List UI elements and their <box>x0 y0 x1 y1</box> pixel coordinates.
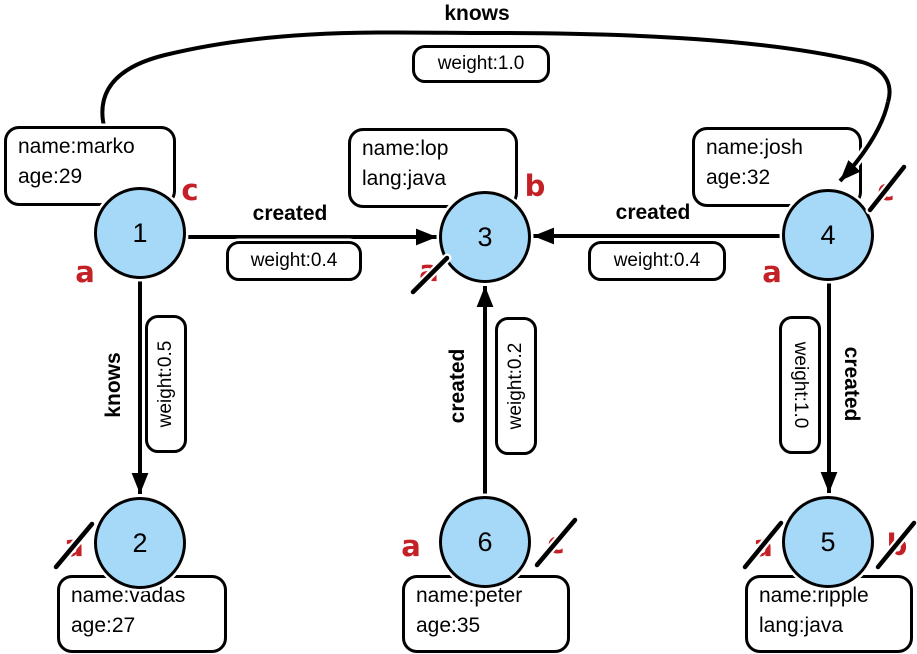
slash-node6-c <box>534 517 578 568</box>
edge-knows-1-4 <box>100 30 892 194</box>
node-1: 1 <box>94 187 186 279</box>
prop-line: age:35 <box>416 613 481 637</box>
node-1-label: 1 <box>132 217 148 248</box>
node-5: 5 <box>782 496 874 588</box>
node-5-label: 5 <box>820 526 836 557</box>
node-3: 3 <box>439 191 531 283</box>
node-4-label: 4 <box>820 219 836 250</box>
prop-box-ripple: name:ripple lang:java <box>745 575 913 653</box>
node-6: 6 <box>439 496 531 588</box>
node-2: 2 <box>94 497 186 589</box>
strike-slashes <box>51 162 917 572</box>
prop-line: name:josh <box>706 136 803 159</box>
mark-node1-c: c <box>181 173 199 207</box>
mark-node6-a: a <box>401 529 421 563</box>
weight-box-created-4-3: weight:0.4 <box>588 241 726 281</box>
prop-line: age:29 <box>18 164 83 188</box>
prop-line: name:vadas <box>71 584 186 607</box>
weight-label: weight:0.4 <box>250 250 338 271</box>
weight-label: weight:0.4 <box>613 250 701 271</box>
node-2-label: 2 <box>132 527 148 558</box>
weight-label: weight:1.0 <box>437 53 525 74</box>
prop-line: lang:java <box>362 166 447 190</box>
slash-node5-b <box>875 520 917 570</box>
slash-node2-a <box>53 521 95 570</box>
mark-node3-b: b <box>524 169 546 203</box>
weight-box-knows-1-4: weight:1.0 <box>412 45 550 83</box>
slash-node5-a <box>742 520 784 570</box>
node-3-label: 3 <box>477 221 493 252</box>
prop-line: lang:java <box>759 613 844 637</box>
prop-box-peter: name:peter age:35 <box>402 575 570 653</box>
mark-node4-a: a <box>762 255 782 289</box>
slash-node4-c <box>867 164 907 213</box>
edge-label-knows-1-4: knows <box>444 2 510 25</box>
edge-knows-1-4-arrowhead <box>838 101 890 183</box>
node-6-label: 6 <box>477 526 493 557</box>
edge-label-created-4-3: created <box>615 201 691 224</box>
prop-line: name:lop <box>362 137 449 160</box>
slash-node3-a <box>410 255 450 295</box>
mark-node1-a: a <box>75 255 95 289</box>
prop-line: name:peter <box>416 584 523 607</box>
node-4: 4 <box>782 189 874 281</box>
edge-knows-1-4-arrow-casing <box>836 100 893 185</box>
prop-line: age:27 <box>71 613 136 637</box>
prop-line: name:marko <box>18 135 135 158</box>
prop-line: name:ripple <box>759 584 869 607</box>
weight-box-created-1-3: weight:0.4 <box>226 241 362 281</box>
prop-line: age:32 <box>706 165 771 189</box>
edge-label-created-1-3: created <box>252 202 328 225</box>
